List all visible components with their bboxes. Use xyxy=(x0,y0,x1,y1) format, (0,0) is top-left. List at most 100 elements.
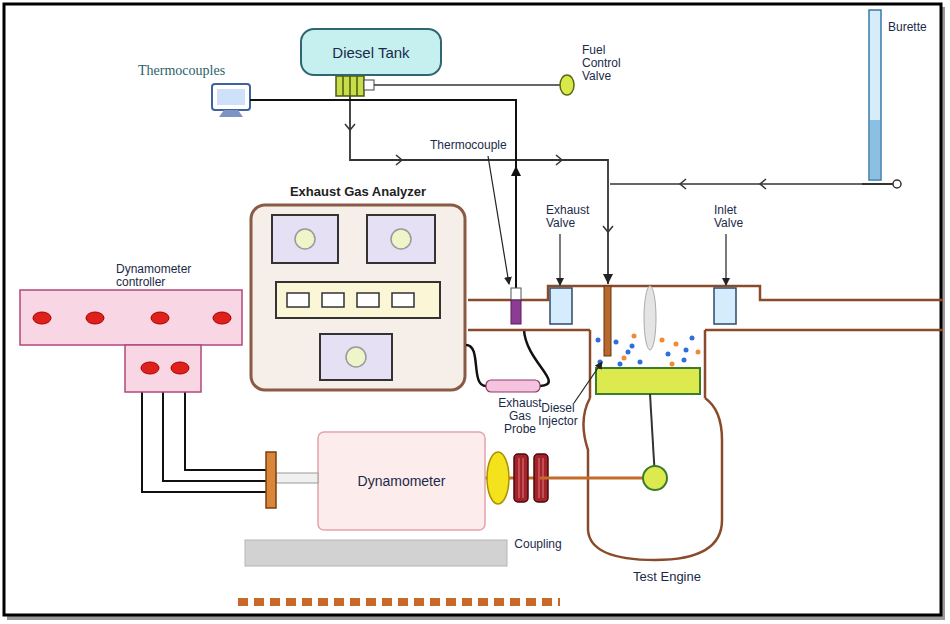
dynamometer-controller-panel-part xyxy=(171,362,189,374)
exhaust-gas-analyzer-part xyxy=(357,293,379,307)
label-holder: Fuel Control Valve xyxy=(582,44,636,83)
controller-box: Dynamometer controller xyxy=(20,263,242,392)
label-holder: Inlet Valve xyxy=(714,204,758,230)
part-label: Thermocouple xyxy=(430,139,510,152)
engine-drawing-part xyxy=(540,477,643,480)
fuel-line-arrows-part xyxy=(345,124,355,130)
coupling-symbol xyxy=(487,452,548,504)
combustion-spray-part xyxy=(666,352,671,357)
combustion-spray-part xyxy=(626,350,631,355)
dynamometer-box: Dynamometer xyxy=(268,432,485,530)
exhaust-gas-analyzer-part xyxy=(346,347,366,367)
label-holder: Burette xyxy=(888,21,940,34)
combustion-spray-part xyxy=(684,348,689,353)
dynamometer-body-part xyxy=(276,473,318,483)
exhaust-gas-analyzer-part xyxy=(272,215,338,263)
burette-part xyxy=(893,180,901,188)
thermocouple-wire xyxy=(250,100,521,288)
leader-lines-part xyxy=(574,362,602,403)
analyzer-box: Exhaust Gas Analyzer xyxy=(250,184,466,392)
probe-cable-part xyxy=(486,380,540,392)
fuel-filter xyxy=(336,76,374,96)
box-label: Dynamometer controller xyxy=(116,263,206,289)
fuel-line-arrows-part xyxy=(603,226,613,232)
monitor-icon-part xyxy=(212,84,250,110)
part-label: Exhaust Valve xyxy=(546,204,598,230)
burette-part xyxy=(870,120,880,179)
dynamometer-controller-panel-part xyxy=(33,312,51,324)
exhaust-gas-analyzer xyxy=(251,205,465,390)
part-label: Fuel Control Valve xyxy=(582,44,636,83)
exhaust-gas-analyzer-part xyxy=(392,293,414,307)
dynamometer-controller-panel-part xyxy=(86,312,104,324)
combustion-spray-part xyxy=(674,342,679,347)
coupling-symbol-part xyxy=(519,458,520,498)
burette-part xyxy=(862,183,893,185)
leader-lines-part xyxy=(488,156,509,284)
combustion-spray-part xyxy=(614,340,619,345)
exhaust-gas-analyzer-part xyxy=(320,334,392,380)
fuel-filter-part xyxy=(349,76,351,96)
connector-line xyxy=(142,392,268,492)
fuel-control-valve xyxy=(374,75,574,95)
engine-drawing-part xyxy=(511,300,521,324)
combustion-spray-part xyxy=(660,338,665,343)
label-holder: Exhaust Valve xyxy=(546,204,598,230)
fuel-line-arrows-part xyxy=(396,155,402,165)
burette-part xyxy=(610,183,862,185)
coupling-symbol-part xyxy=(539,458,540,498)
box-label: Diesel Tank xyxy=(332,44,409,61)
engine-drawing-part xyxy=(604,286,611,356)
label-holder: Diesel Injector xyxy=(530,402,586,428)
fuel-control-valve-part xyxy=(560,75,574,95)
dynamometer-controller-panel-part xyxy=(20,290,242,345)
burette-part xyxy=(680,179,686,189)
exhaust-gas-analyzer-part xyxy=(367,215,435,263)
combustion-spray-part xyxy=(632,334,637,339)
monitor-icon xyxy=(212,84,250,117)
engine-drawing-part xyxy=(511,288,521,300)
dynamometer-controller-panel-part xyxy=(141,362,159,374)
dynamometer-body-part xyxy=(318,432,485,530)
box-label: Test Engine xyxy=(633,569,701,584)
label-holder: Thermocouple xyxy=(430,139,510,152)
exhaust-gas-analyzer-part xyxy=(276,282,440,318)
burette-part xyxy=(760,179,766,189)
exhaust-gas-analyzer-part xyxy=(391,229,411,249)
fuel-line-arrows-part xyxy=(556,155,562,165)
combustion-spray-part xyxy=(682,358,687,363)
combustion-spray-part xyxy=(622,356,627,361)
box-label: Dynamometer xyxy=(358,473,446,489)
probe-cable-part xyxy=(524,330,549,386)
engine-drawing-part xyxy=(643,466,667,490)
fuel-control-valve-part xyxy=(374,84,560,86)
leader-lines-part xyxy=(559,234,560,285)
dynamometer-controller-panel-part xyxy=(125,345,201,392)
dynamometer-controller-panel xyxy=(20,290,242,392)
burette-part xyxy=(869,10,881,180)
combustion-spray-part xyxy=(638,360,643,365)
label-holder: Thermocouples xyxy=(138,63,262,79)
engine-drawing-part xyxy=(550,288,572,324)
dynamometer-body-part xyxy=(238,598,560,606)
engine-drawing-part xyxy=(714,288,736,324)
fuel-filter-part xyxy=(356,76,358,96)
combustion-spray-part xyxy=(596,338,601,343)
part-label: Exhaust Gas Probe xyxy=(494,397,546,436)
connector-line xyxy=(350,76,608,284)
part-label: Inlet Valve xyxy=(714,204,758,230)
monitor-icon-part xyxy=(219,110,243,117)
thermocouple-wire-part xyxy=(250,100,516,288)
dynamometer-controller-panel-part xyxy=(151,312,169,324)
monitor-icon-part xyxy=(217,89,245,105)
fuel-filter-part xyxy=(364,80,374,90)
thermocouple-wire-part xyxy=(511,166,521,176)
combustion-spray-part xyxy=(670,362,675,367)
dynamometer-body-part xyxy=(245,540,507,566)
dynamometer-body xyxy=(238,432,560,602)
combustion-spray-part xyxy=(690,336,695,341)
exhaust-gas-analyzer-part xyxy=(251,205,465,390)
exhaust-gas-analyzer-part xyxy=(322,293,344,307)
coupling-symbol-part xyxy=(523,458,524,498)
